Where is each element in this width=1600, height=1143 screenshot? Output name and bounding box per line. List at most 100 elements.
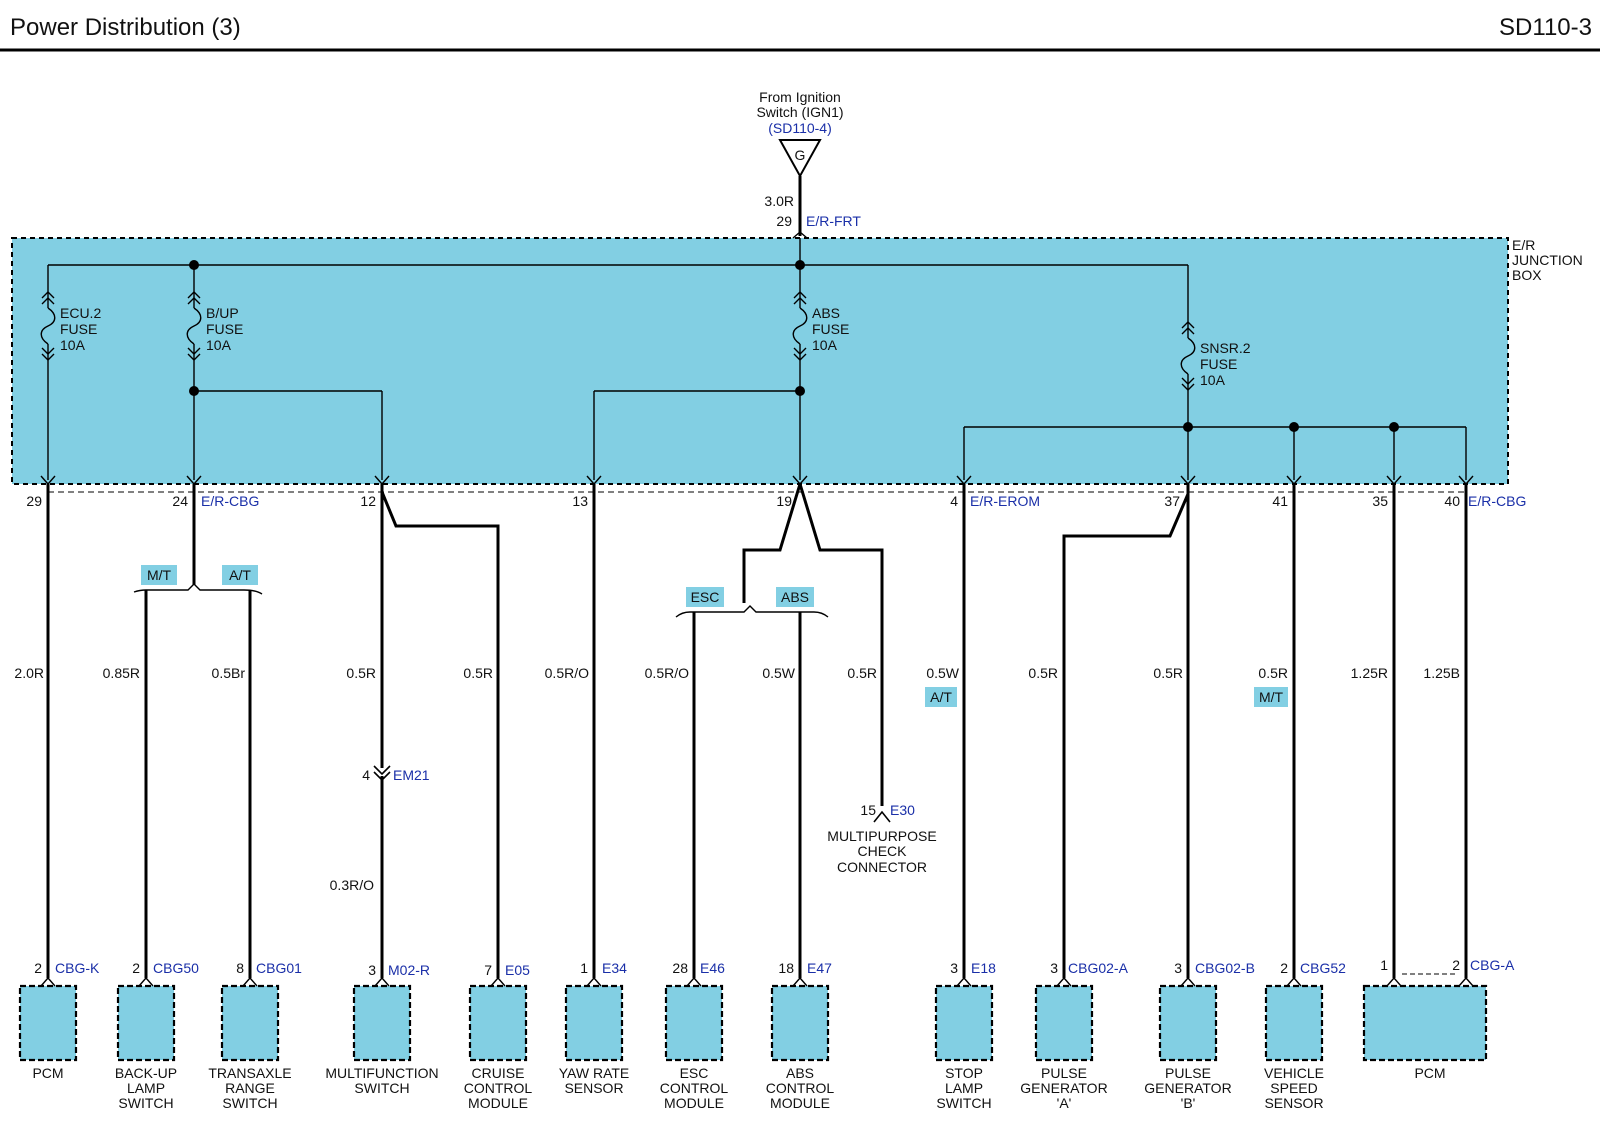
box-pin-37: 37: [1164, 493, 1180, 509]
comp-5-pin: 1: [580, 960, 588, 976]
wire-labels: 2.0R 0.85R 0.5Br 0.5R 0.5R 0.5R/O 0.5R/O…: [14, 665, 1460, 681]
badge-at-bg: [222, 565, 258, 585]
comp-8-name-3: SWITCH: [936, 1095, 991, 1111]
comp-10-conn: CBG02-B: [1195, 960, 1255, 976]
em21-name: EM21: [393, 767, 430, 783]
wire-label-10: 0.5R: [1028, 665, 1058, 681]
box-pin-19: 19: [776, 493, 792, 509]
e30-line2: CHECK: [857, 843, 907, 859]
e30-line1: MULTIPURPOSE: [827, 828, 936, 844]
box-pin-35: 35: [1372, 493, 1388, 509]
box-conn-erom: E/R-EROM: [970, 493, 1040, 509]
internal-bus: [47, 238, 1467, 480]
comp-9-name-1: PULSE: [1041, 1065, 1087, 1081]
comp-8-name-2: LAMP: [945, 1080, 983, 1096]
ground-triangle-icon: [778, 139, 822, 179]
comp-0-conn: CBG-K: [55, 960, 100, 976]
comp-4-name-3: MODULE: [468, 1095, 528, 1111]
wire-0-3ro: 0.3R/O: [330, 877, 374, 893]
comp-4-pin: 7: [484, 962, 492, 978]
component-box: [664, 976, 724, 1062]
comp-3-name-2: SWITCH: [354, 1080, 409, 1096]
source-pin: 29: [776, 213, 792, 229]
inline-connector-em21: 4 EM21 0.3R/O: [330, 765, 430, 893]
comp-1-name-2: LAMP: [127, 1080, 165, 1096]
comp-6-name-1: ESC: [680, 1065, 709, 1081]
comp-11-name-3: SENSOR: [1264, 1095, 1323, 1111]
box-pin-40: 40: [1444, 493, 1460, 509]
component-box: [352, 976, 412, 1062]
fuse-ecu2-word: FUSE: [60, 321, 97, 337]
wire-label-3: 0.5R: [346, 665, 376, 681]
component-boxes: [18, 976, 1488, 1062]
fuse-bup-amp: 10A: [206, 337, 232, 353]
comp-6-name-3: MODULE: [664, 1095, 724, 1111]
component-box: [220, 976, 280, 1062]
comp-2-pin: 8: [236, 960, 244, 976]
comp-6-conn: E46: [700, 960, 725, 976]
comp-11-pin: 2: [1280, 960, 1288, 976]
badge-mt2: M/T: [1259, 689, 1284, 705]
fuse-snsr2-word: FUSE: [1200, 356, 1237, 372]
fuse-icon: [792, 290, 808, 362]
comp-6-name-2: CONTROL: [660, 1080, 729, 1096]
comp-1-conn: CBG50: [153, 960, 199, 976]
wire-label-1: 0.85R: [103, 665, 140, 681]
comp-9-pin: 3: [1050, 960, 1058, 976]
fuse-snsr2-name: SNSR.2: [1200, 340, 1251, 356]
source-line1: From Ignition: [759, 89, 841, 105]
box-pin-12: 12: [360, 493, 376, 509]
box-pin-numbers: 29 24 E/R-CBG 12 13 19 4 E/R-EROM 37 41 …: [26, 493, 1526, 509]
comp-11-name-1: VEHICLE: [1264, 1065, 1324, 1081]
badge-esc-bg: [686, 587, 724, 607]
wire-label-6: 0.5R/O: [645, 665, 689, 681]
comp-6-pin: 28: [672, 960, 688, 976]
wire-label-8: 0.5R: [847, 665, 877, 681]
box-conn-cbg-left: E/R-CBG: [201, 493, 259, 509]
comp-7-name-2: CONTROL: [766, 1080, 835, 1096]
em21-pin: 4: [362, 767, 370, 783]
badge-at2-bg: [925, 687, 957, 707]
component-names: PCM BACK-UP LAMP SWITCH TRANSAXLE RANGE …: [32, 1065, 1445, 1111]
box-pin-13: 13: [572, 493, 588, 509]
jbox-label-3: BOX: [1512, 267, 1542, 283]
badge-mt2-bg: [1254, 687, 1288, 707]
page-code: SD110-3: [1499, 14, 1592, 41]
fuse-icon: [186, 290, 202, 362]
badge-abs-bg: [776, 587, 814, 607]
component-connector-labels: 2 CBG-K 2 CBG50 8 CBG01 3 M02-R 7 E05 1 …: [34, 957, 1515, 978]
comp-9-name-2: GENERATOR: [1020, 1080, 1107, 1096]
header: Power Distribution (3) SD110-3: [0, 14, 1600, 52]
wire-label-4: 0.5R: [463, 665, 493, 681]
comp-13-pin: 2: [1452, 957, 1460, 973]
component-box: [934, 976, 994, 1062]
input-pin-icon: [792, 231, 808, 239]
fuse-icon: [40, 290, 56, 362]
component-box: [564, 976, 624, 1062]
wire-label-13: 1.25R: [1351, 665, 1388, 681]
fuse-abs-amp: 10A: [812, 337, 838, 353]
component-box: [1034, 976, 1094, 1062]
comp-2-name-3: SWITCH: [222, 1095, 277, 1111]
component-box: [468, 976, 528, 1062]
wire-label-2: 0.5Br: [212, 665, 246, 681]
source-ref: (SD110-4): [768, 120, 832, 136]
e30-line3: CONNECTOR: [837, 859, 927, 875]
comp-12-pin: 1: [1380, 957, 1388, 973]
component-box: [1264, 976, 1324, 1062]
fuse-labels: ECU.2 FUSE 10A B/UP FUSE 10A ABS FUSE 10…: [60, 305, 1251, 388]
badge-at2: A/T: [930, 689, 952, 705]
badge-at: A/T: [229, 567, 251, 583]
comp-11-name-2: SPEED: [1270, 1080, 1317, 1096]
fuse-abs-name: ABS: [812, 305, 840, 321]
comp-3-pin: 3: [368, 962, 376, 978]
junction-box: E/R JUNCTION BOX: [11, 231, 1583, 486]
comp-2-conn: CBG01: [256, 960, 302, 976]
component-box: [770, 976, 830, 1062]
comp-13-conn: CBG-A: [1470, 957, 1515, 973]
comp-10-name-1: PULSE: [1165, 1065, 1211, 1081]
comp-2-name-2: RANGE: [225, 1080, 275, 1096]
box-pin-24: 24: [172, 493, 188, 509]
comp-7-conn: E47: [807, 960, 832, 976]
e30-name: E30: [890, 802, 915, 818]
